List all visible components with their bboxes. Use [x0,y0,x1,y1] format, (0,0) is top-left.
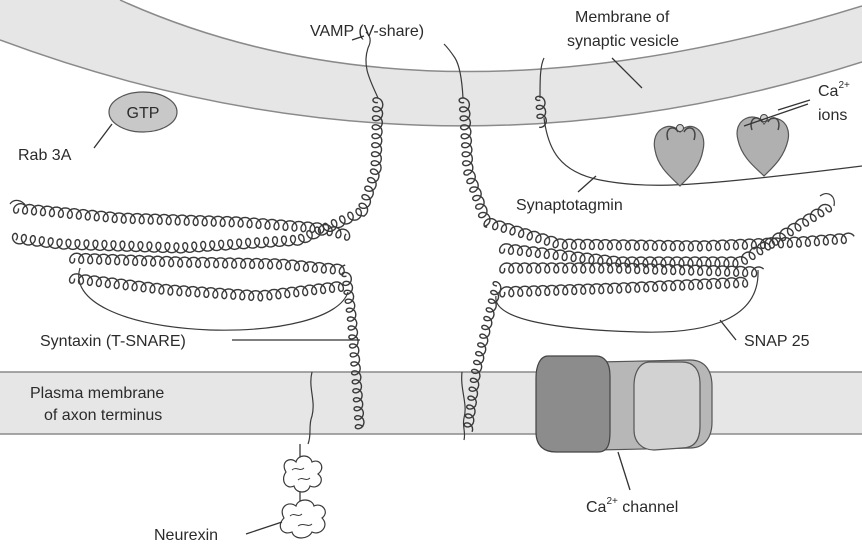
ca-ions-label-line2: ions [818,107,847,124]
vesicle-membrane-label: Membrane of [575,9,670,26]
rab-label: Rab 3A [18,147,72,164]
snap25-label: SNAP 25 [744,333,810,350]
snare-loop-left [79,268,348,330]
neurexin [280,444,325,538]
synaptotagmin-leader [578,176,596,192]
vamp-helix-left [13,98,383,253]
ca-channel-leader [618,452,630,490]
gtp-label: GTP [127,105,160,122]
ca-ions-label: Ca2+ [818,80,850,100]
plasma-membrane-label-line2: of axon terminus [44,407,162,424]
plasma-membrane-label: Plasma membrane [30,385,164,402]
snare-helix-right-lower [500,277,748,297]
snap25-leader [720,320,736,340]
calcium-sensor-1 [654,125,704,187]
neurexin-label: Neurexin [154,527,218,544]
calcium-channel [536,356,712,452]
rab-leader [94,124,112,148]
vesicle-membrane-label-line2: synaptic vesicle [567,33,679,50]
calcium-sensor-2 [737,115,788,177]
synaptotagmin-label: Synaptotagmin [516,197,623,214]
snare-helix-left-lower [70,274,344,301]
syntaxin-label: Syntaxin (T-SNARE) [40,333,186,350]
plasma-membrane [0,372,862,434]
neurexin-leader [246,522,282,534]
vamp-label: VAMP (V-share) [310,23,424,40]
ca-channel-label: Ca2+ channel [586,496,678,516]
snare-helix-left-mid [70,253,346,274]
